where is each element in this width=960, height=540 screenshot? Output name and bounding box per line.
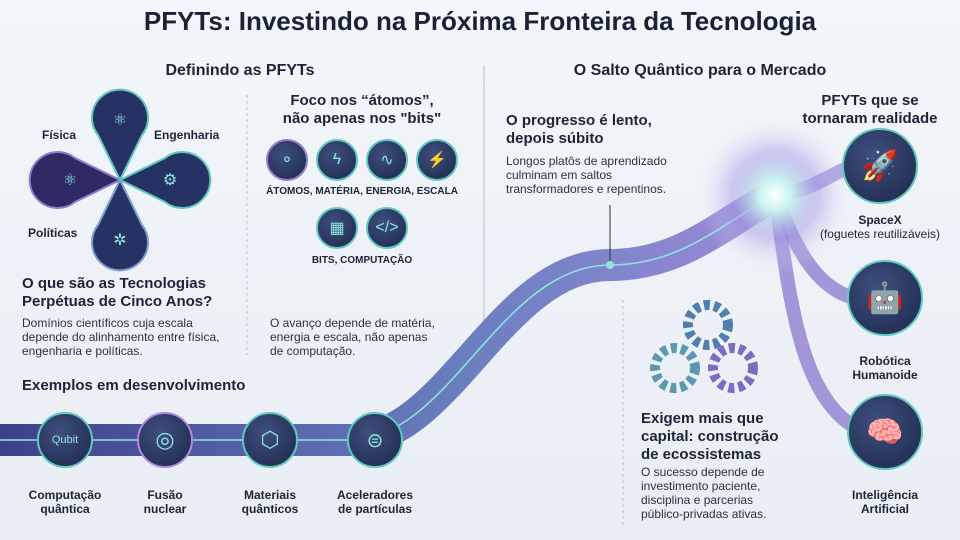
callout-dot: [606, 261, 614, 269]
humanoid-robot-icon: 🤖: [847, 260, 923, 336]
section-heading-defining: Definindo as PFYTs: [165, 62, 315, 79]
desc-line: depende do alinhamento entre física,: [22, 330, 220, 344]
energy-atom-icon: ϟ: [316, 139, 358, 181]
progress-title: O progresso é lento,depois súbito: [506, 112, 652, 148]
desc-line: O avanço depende de matéria,: [270, 316, 435, 330]
infrastructure-icon: ⚡: [416, 139, 458, 181]
title-line: PFYTs que se: [821, 92, 919, 109]
desc-line: O sucesso depende de: [641, 465, 765, 479]
title-line: não apenas nos "bits": [282, 110, 442, 127]
atom-icon: ⚛: [112, 112, 128, 129]
label-line: Materiais: [243, 488, 297, 502]
rocket-icon: 🚀: [842, 128, 918, 204]
code-window-icon: </>: [366, 207, 408, 249]
page-title: PFYTs: Investindo na Próxima Fronteira d…: [143, 6, 817, 36]
label-line: nuclear: [143, 502, 187, 516]
title-line: O que são as Tecnologias: [22, 275, 206, 292]
desc-line: disciplina e parcerias: [641, 493, 754, 507]
title-line: Foco nos “átomos”,: [290, 92, 434, 109]
desc-line: de computação.: [270, 344, 356, 358]
label-line: Artificial: [860, 502, 909, 516]
network-icon: ✲: [113, 232, 127, 249]
label-line: quânticos: [241, 502, 299, 516]
label-line: SpaceX: [858, 213, 902, 227]
accelerator-icon: ⊜: [347, 412, 403, 468]
label-line: Robótica: [859, 354, 911, 368]
desc-line: Longos platôs de aprendizado: [506, 154, 667, 168]
gears-icon: [650, 300, 758, 393]
realized-spacex: SpaceX(foguetes reutilizáveis): [800, 213, 960, 241]
desc-line: energia e escala, não apenas: [270, 330, 428, 344]
chip-icon: ▦: [316, 207, 358, 249]
focus-description: O avanço depende de matéria,energia e es…: [270, 316, 435, 358]
label-line: Computação: [28, 488, 102, 502]
label-line: Fusão: [147, 488, 183, 502]
petal-diagram: [28, 88, 212, 272]
examples-heading: Exemplos em desenvolvimento: [22, 377, 246, 394]
title-line: tornaram realidade: [802, 110, 938, 127]
focus-title: Foco nos “átomos”,não apenas nos "bits": [262, 92, 462, 128]
desc-line: público-privadas ativas.: [641, 507, 767, 521]
fusion-ring-icon: ◎: [137, 412, 193, 468]
chip-label: Qubit: [51, 434, 79, 446]
atoms-label: ÁTOMOS, MATÉRIA, ENERGIA, ESCALA: [266, 186, 458, 197]
quantum-leap-glow: [695, 115, 855, 275]
brain-icon: 🧠: [847, 394, 923, 470]
label-line: de partículas: [337, 502, 413, 516]
petal-label-fisica: Física: [42, 128, 77, 142]
gear-circuit-icon: ⚙: [162, 172, 178, 189]
lattice-icon: ⬡: [242, 412, 298, 468]
qubit-chip-icon: Qubit: [37, 412, 93, 468]
title-line: depois súbito: [506, 130, 604, 147]
title-line: capital: construção: [641, 428, 779, 445]
petal-label-politicas: Políticas: [28, 226, 78, 240]
title-line: Exigem mais que: [641, 410, 764, 427]
title-line: Perpétuas de Cinco Anos?: [22, 293, 213, 310]
label-line: Humanoide: [852, 368, 918, 382]
waveform-icon: ∿: [366, 139, 408, 181]
desc-line: transformadores e repentinos.: [506, 182, 667, 196]
label-line: Aceleradores: [336, 488, 414, 502]
atom-icon: ⚛: [62, 172, 78, 189]
petal-label-engenharia: Engenharia: [154, 128, 220, 142]
molecule-icon: ⚬: [266, 139, 308, 181]
desc-line: Domínios científicos cuja escala: [22, 316, 193, 330]
title-line: de ecossistemas: [641, 446, 762, 463]
desc-line: investimento paciente,: [641, 479, 761, 493]
label-line: Inteligência: [851, 488, 919, 502]
section-heading-market: O Salto Quântico para o Mercado: [573, 62, 827, 79]
desc-line: engenharia e políticas.: [22, 344, 143, 358]
desc-line: culminam em saltos: [506, 168, 613, 182]
label-line: quântica: [40, 502, 90, 516]
bits-label: BITS, COMPUTAÇÃO: [311, 255, 413, 266]
title-line: O progresso é lento,: [506, 112, 652, 129]
label-line: (foguetes reutilizáveis): [819, 227, 941, 241]
